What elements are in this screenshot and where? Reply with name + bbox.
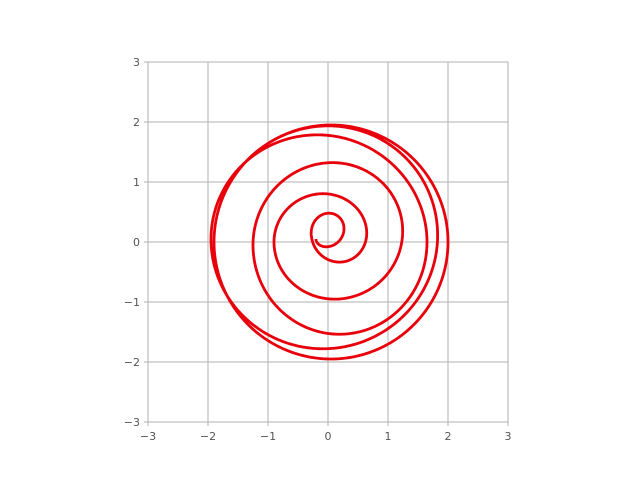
x-tick-label: −3 [140,430,156,443]
curve-layer [209,123,450,361]
x-tick-label: 0 [325,430,332,443]
y-tick-label: −3 [124,416,140,429]
grid [144,61,509,426]
x-tick-label: 2 [445,430,452,443]
y-tick-label: 3 [133,56,140,69]
spiral-series-line [209,123,450,361]
y-tick-label: −2 [124,356,140,369]
x-tick-label: 1 [385,430,392,443]
x-tick-label: −1 [260,430,276,443]
y-tick-label: 0 [133,236,140,249]
y-tick-label: 2 [133,116,140,129]
tick-labels: −3 −2 −1 0 1 2 3 −3 −2 −1 0 1 2 3 [124,56,512,443]
y-tick-label: 1 [133,176,140,189]
x-tick-label: 3 [505,430,512,443]
x-tick-label: −2 [200,430,216,443]
y-tick-label: −1 [124,296,140,309]
